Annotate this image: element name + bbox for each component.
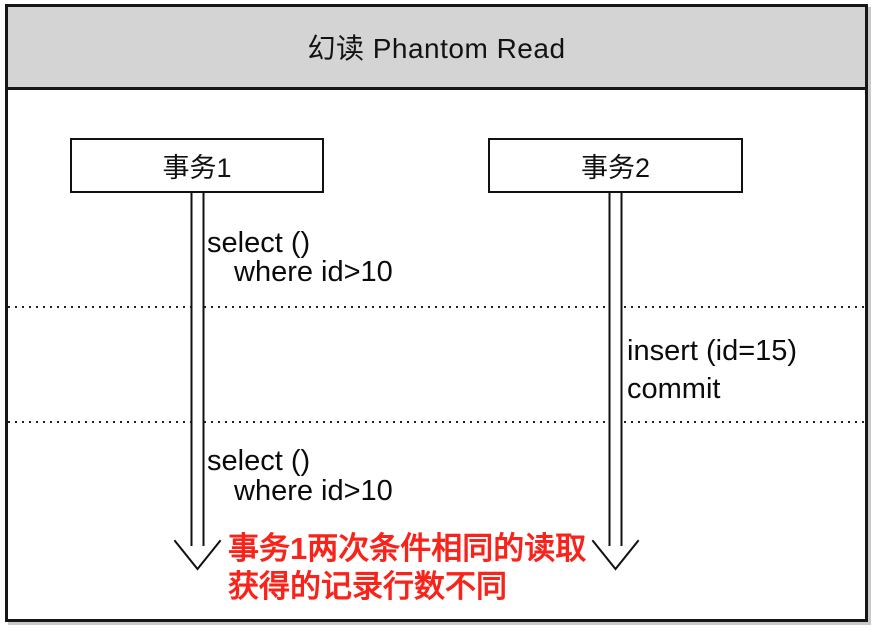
transaction2-label: 事务2 bbox=[580, 153, 651, 183]
transaction1-label: 事务1 bbox=[162, 153, 232, 183]
t1-second-select-line1: select () bbox=[207, 445, 311, 477]
transaction1-box: 事务1 bbox=[70, 138, 324, 193]
transaction2-lifeline-down-arrow-icon bbox=[591, 192, 640, 571]
time-separator-1 bbox=[8, 306, 865, 308]
t1-first-select-line2: where id>10 bbox=[234, 256, 393, 288]
t1-first-select-line1: select () bbox=[207, 227, 311, 259]
diagram-frame: 幻读 Phantom Read bbox=[5, 4, 868, 622]
time-separator-2 bbox=[8, 421, 865, 423]
t1-second-select-line2: where id>10 bbox=[234, 475, 393, 507]
t2-commit-line: commit bbox=[627, 373, 721, 405]
annotation-line1: 事务1两次条件相同的读取 bbox=[228, 531, 587, 566]
transaction1-lifeline-down-arrow-icon bbox=[173, 192, 222, 571]
t2-insert-line: insert (id=15) bbox=[627, 335, 798, 367]
diagram-title: 幻读 Phantom Read bbox=[307, 33, 566, 64]
title-bar: 幻读 Phantom Read bbox=[8, 7, 865, 90]
transaction2-box: 事务2 bbox=[488, 138, 743, 193]
annotation-line2: 获得的记录行数不同 bbox=[228, 569, 507, 604]
